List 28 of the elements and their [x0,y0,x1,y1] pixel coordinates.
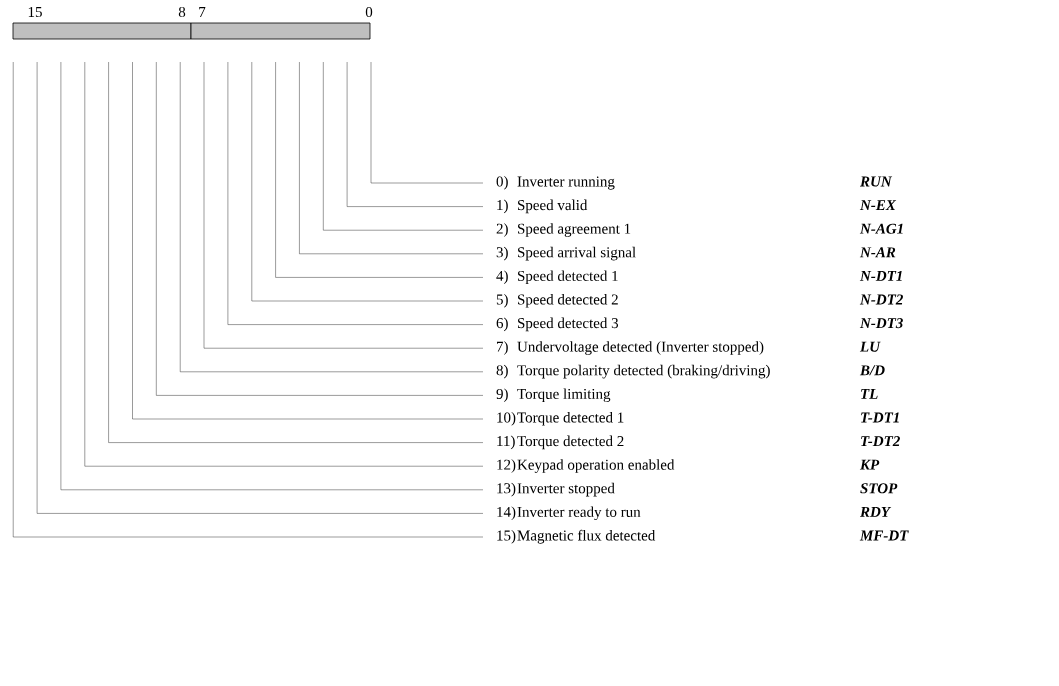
leader-line [251,61,484,302]
bit-description: 14)Inverter ready to run RDY [497,506,892,521]
bit-number: 0 [365,6,373,18]
bit-number: 7 [199,7,206,17]
bit-description: 5) Speed detected 2 N-DT2 [496,294,903,308]
bit-description: 4) Speed detected 1 N-DT1 [496,270,902,284]
bit-description: 11) Torque detected 2 T-DT2 [497,435,900,450]
bit-description: 6) Speed detected 3 N-DT3 [496,317,903,332]
register-bar [190,22,371,40]
leader-line [370,61,484,184]
bit-description: 13)Inverter stopped STOP [497,482,898,497]
bit-description: 3) Speed arrival signal N-AR [496,246,896,261]
bit-description: 12)Keypad operation enabled KP [497,459,880,473]
bit-description: 2) Speed agreement 1 N-AG1 [496,223,903,237]
leader-line [227,61,484,325]
bit-description: 15)Magnetic flux detected MF-DT [497,529,909,544]
bit-description: 8) Torque polarity detected (braking/driving) B/D [496,364,885,379]
leader-line [275,61,484,278]
leader-line [346,61,484,207]
bit-number: 8 [178,6,186,18]
bit-description: 1) Speed valid N-EX [497,199,897,214]
bit-description: 7) Undervoltage detected (Inverter stopped) LU [497,341,881,355]
bit-description: 10)Torque detected 1 T-DT1 [497,412,899,426]
bit-description: 9) Torque limiting TL [496,388,878,403]
leader-line [323,61,484,231]
register-bar [12,22,192,40]
leader-line [299,61,484,254]
bit-description: 0) Inverter running RUN [496,176,893,190]
